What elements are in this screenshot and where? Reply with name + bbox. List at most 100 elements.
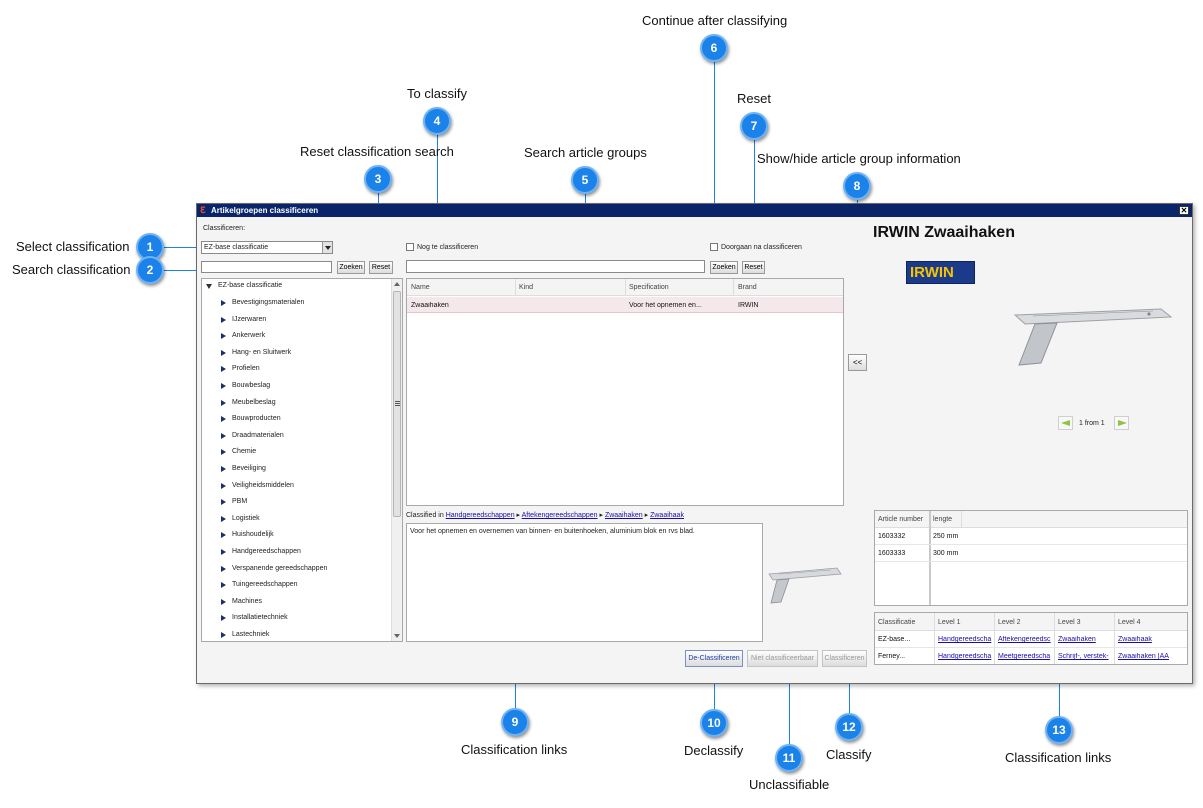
classified-link-1[interactable]: Handgereedschappen: [445, 512, 515, 519]
cls-link[interactable]: Zwaaihaken: [1058, 636, 1096, 643]
tree-item[interactable]: Veiligheidsmiddelen: [232, 481, 294, 489]
expand-arrow-icon[interactable]: [221, 632, 226, 638]
expand-arrow-icon[interactable]: [221, 582, 226, 589]
article-group-search-button[interactable]: Zoeken: [710, 261, 738, 274]
expand-arrow-icon[interactable]: [221, 598, 226, 605]
classify-button[interactable]: Classificeren: [822, 650, 867, 667]
tree-item[interactable]: Lastechniek: [232, 631, 270, 638]
cls-link[interactable]: Zwaaihaken [AA: [1118, 653, 1169, 660]
scroll-up-icon[interactable]: [394, 282, 400, 286]
classification-tree[interactable]: EZ-base classificatie Bevestigingsmateri…: [201, 278, 403, 642]
table-row[interactable]: 1603332 250 mm: [875, 528, 1187, 545]
classification-search-input[interactable]: [201, 261, 332, 273]
tree-item[interactable]: Chemie: [232, 448, 257, 456]
tree-item[interactable]: Bevestigingsmaterialen: [232, 299, 305, 306]
expand-arrow-icon[interactable]: [221, 499, 226, 506]
classification-select[interactable]: EZ-base classificatie: [201, 241, 333, 254]
tree-scrollbar[interactable]: [391, 279, 402, 641]
expand-root-icon[interactable]: [206, 284, 212, 289]
article-header-number[interactable]: Article number: [878, 516, 924, 523]
cls-header-3[interactable]: Level 3: [1058, 619, 1081, 626]
expand-arrow-icon[interactable]: [221, 333, 226, 340]
chevron-down-icon[interactable]: [322, 242, 332, 253]
classification-search-button[interactable]: Zoeken: [337, 261, 365, 274]
tree-item[interactable]: Tuingereedschappen: [232, 581, 298, 589]
expand-arrow-icon[interactable]: [221, 466, 226, 472]
table-row[interactable]: EZ-base... Handgereedscha Aftekengereeds…: [875, 631, 1187, 648]
cls-link[interactable]: Aftekengereedsc: [998, 636, 1051, 643]
expand-arrow-icon[interactable]: [221, 515, 226, 522]
cls-header-4[interactable]: Level 4: [1118, 619, 1141, 626]
unclassifiable-button[interactable]: Niet classificeerbaar: [747, 650, 818, 667]
brand-logo-text: IRWIN: [910, 264, 954, 281]
expand-arrow-icon[interactable]: [221, 300, 226, 306]
tree-item[interactable]: Installatietechniek: [232, 614, 288, 622]
tree-item[interactable]: IJzerwaren: [232, 315, 267, 323]
expand-arrow-icon[interactable]: [221, 549, 226, 555]
grid-header-kind[interactable]: Kind: [519, 284, 534, 291]
expand-arrow-icon[interactable]: [221, 482, 226, 489]
cls-header-2[interactable]: Level 2: [998, 619, 1021, 626]
tree-item[interactable]: Handgereedschappen: [232, 548, 301, 555]
expand-arrow-icon[interactable]: [221, 565, 226, 572]
tree-item[interactable]: Bouwproducten: [232, 415, 281, 423]
tree-item[interactable]: Bouwbeslag: [232, 382, 271, 389]
expand-arrow-icon[interactable]: [221, 349, 226, 356]
annotation-label-3: Reset classification search: [300, 144, 454, 159]
tree-item[interactable]: Meubelbeslag: [232, 398, 276, 406]
tree-item[interactable]: Huishoudelijk: [232, 531, 274, 539]
pager-text: 1 from 1: [1079, 420, 1105, 427]
tree-item[interactable]: Hang- en Sluitwerk: [232, 348, 292, 356]
classified-link-3[interactable]: Zwaaihaken: [604, 512, 643, 519]
tree-item[interactable]: Machines: [232, 597, 262, 605]
cls-link[interactable]: Handgereedscha: [938, 636, 992, 643]
grid-header-brand[interactable]: Brand: [738, 284, 757, 291]
tree-item[interactable]: Profielen: [232, 365, 260, 373]
table-row[interactable]: 1603333 300 mm: [875, 545, 1187, 562]
prev-page-button[interactable]: [1058, 416, 1073, 430]
expand-arrow-icon[interactable]: [221, 532, 226, 539]
table-row[interactable]: Ferney... Handgereedscha Meetgereedscha …: [875, 648, 1187, 665]
grid-header-name[interactable]: Name: [411, 284, 430, 291]
cls-link[interactable]: Zwaaihaak: [1118, 636, 1152, 643]
cls-link[interactable]: Handgereedscha: [938, 653, 992, 660]
continue-checkbox[interactable]: [710, 243, 718, 251]
annotation-badge-7: 7: [740, 112, 768, 140]
cls-link[interactable]: Schrijf-, verstek-: [1058, 653, 1109, 660]
classified-link-4[interactable]: Zwaaihaak: [650, 512, 684, 519]
scroll-down-icon[interactable]: [394, 634, 400, 638]
expand-arrow-icon[interactable]: [221, 432, 226, 439]
tree-item[interactable]: Beveiliging: [232, 465, 266, 472]
tree-item[interactable]: PBM: [232, 498, 248, 506]
classified-link-2[interactable]: Aftekengereedschappen: [521, 512, 598, 519]
to-classify-checkbox[interactable]: [406, 243, 414, 251]
annotation-badge-13: 13: [1045, 716, 1073, 744]
expand-arrow-icon[interactable]: [221, 449, 226, 456]
cls-header-1[interactable]: Level 1: [938, 619, 961, 626]
expand-arrow-icon[interactable]: [221, 399, 226, 406]
tree-scroll-thumb[interactable]: [393, 291, 401, 517]
next-page-button[interactable]: [1114, 416, 1129, 430]
grid-header-specification[interactable]: Specification: [629, 284, 669, 291]
tree-item[interactable]: Logistiek: [232, 514, 260, 522]
expand-arrow-icon[interactable]: [221, 316, 226, 323]
table-row[interactable]: Zwaaihaken Voor het opnemen en... IRWIN: [407, 297, 843, 313]
tree-item[interactable]: Ankerwerk: [232, 332, 266, 340]
classification-reset-button[interactable]: Reset: [369, 261, 393, 274]
toggle-info-button[interactable]: <<: [848, 354, 867, 371]
article-header-length[interactable]: lengte: [933, 516, 953, 523]
article-group-reset-button[interactable]: Reset: [742, 261, 765, 274]
cls-header-0[interactable]: Classificatie: [878, 619, 916, 626]
article-group-grid[interactable]: Name Kind Specification Brand Zwaaihaken…: [406, 278, 844, 506]
cls-link[interactable]: Meetgereedscha: [998, 653, 1051, 660]
expand-arrow-icon[interactable]: [221, 383, 226, 389]
article-group-search-input[interactable]: [406, 260, 705, 273]
declassify-button[interactable]: De-Classificeren: [685, 650, 743, 667]
tree-item[interactable]: Verspanende gereedschappen: [232, 564, 328, 572]
expand-arrow-icon[interactable]: [221, 416, 226, 423]
expand-arrow-icon[interactable]: [221, 615, 226, 622]
tree-root[interactable]: EZ-base classificatie: [218, 282, 283, 289]
expand-arrow-icon[interactable]: [221, 366, 226, 373]
close-button[interactable]: ✕: [1179, 206, 1189, 215]
tree-item[interactable]: Draadmaterialen: [232, 431, 284, 439]
